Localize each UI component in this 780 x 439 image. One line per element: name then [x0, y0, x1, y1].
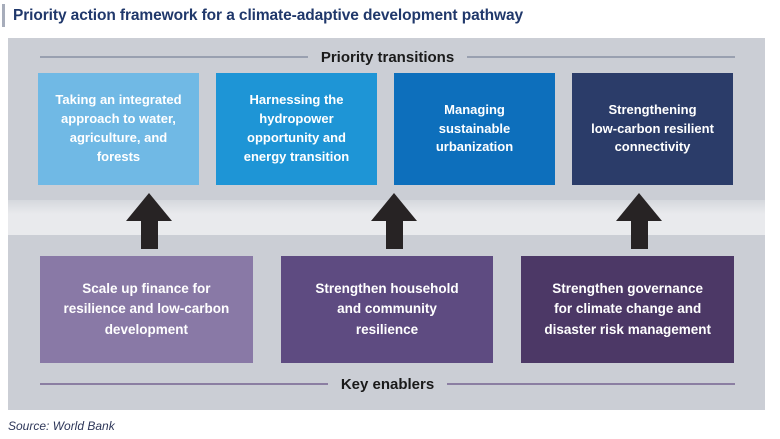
enabler-box-governance-drm: Strengthen governance for climate change… — [521, 256, 735, 363]
divider-line — [447, 383, 736, 385]
up-arrow-icon — [371, 193, 417, 249]
transition-box-lowcarbon-connectivity: Strengthening low-carbon resilient conne… — [572, 73, 733, 185]
figure-title: Priority action framework for a climate-… — [2, 4, 523, 27]
transition-box-hydropower-energy: Harnessing the hydropower opportunity an… — [216, 73, 377, 185]
priority-transitions-header: Priority transitions — [40, 47, 736, 67]
arrow-head — [126, 193, 172, 221]
priority-transitions-panel: Priority transitions Taking an integrate… — [8, 38, 765, 200]
arrow-stem — [140, 220, 158, 249]
enabler-box-household-resilience: Strengthen household and community resil… — [280, 256, 494, 363]
arrow-stem — [630, 220, 648, 249]
source-note: Source: World Bank — [8, 419, 115, 433]
divider-line — [40, 56, 308, 58]
enabler-box-finance: Scale up finance for resilience and low-… — [40, 256, 253, 363]
key-enablers-panel: Scale up finance for resilience and low-… — [8, 235, 765, 410]
transition-box-sustainable-urbanization: Managing sustainable urbanization — [394, 73, 555, 185]
divider-line — [467, 56, 736, 58]
arrow-head — [371, 193, 417, 221]
arrow-stem — [385, 220, 403, 249]
key-enablers-label: Key enablers — [340, 375, 435, 393]
enabler-boxes-row: Scale up finance for resilience and low-… — [40, 256, 735, 363]
up-arrow-icon — [126, 193, 172, 249]
transition-box-water-agriculture-forests: Taking an integrated approach to water, … — [38, 73, 199, 185]
priority-transitions-label: Priority transitions — [320, 48, 455, 66]
divider-line — [40, 383, 328, 385]
transition-boxes-row: Taking an integrated approach to water, … — [38, 73, 733, 185]
up-arrow-icon — [616, 193, 662, 249]
arrow-head — [616, 193, 662, 221]
key-enablers-header: Key enablers — [40, 374, 736, 394]
